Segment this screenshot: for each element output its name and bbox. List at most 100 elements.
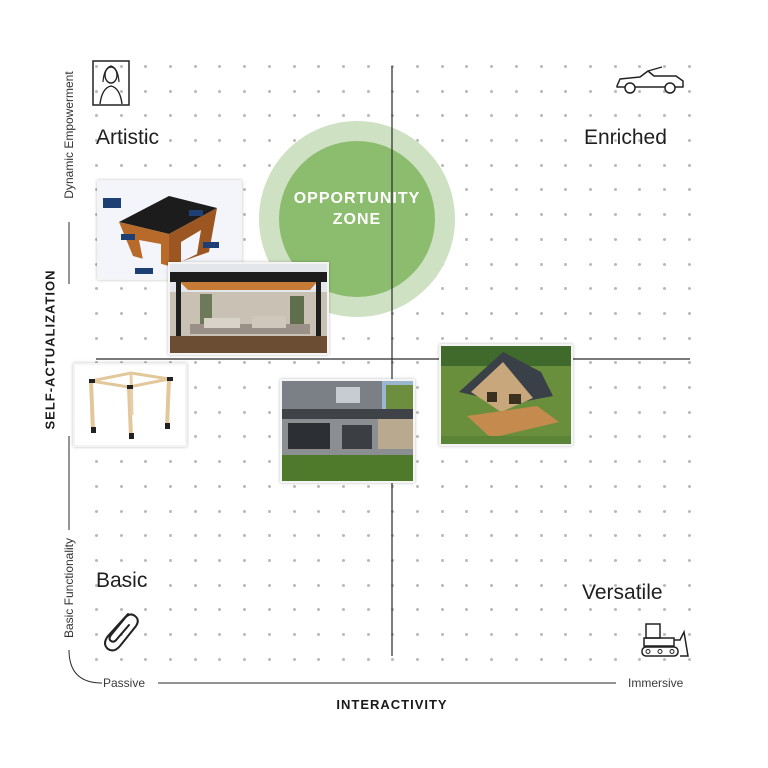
grid-dot <box>268 584 271 587</box>
grid-dot <box>589 90 592 93</box>
grid-dot <box>465 312 468 315</box>
grid-dot <box>95 534 98 537</box>
grid-dot <box>144 287 147 290</box>
grid-dot <box>688 287 691 290</box>
grid-dot <box>490 188 493 191</box>
grid-dot <box>367 485 370 488</box>
grid-dot <box>564 633 567 636</box>
grid-dot <box>218 633 221 636</box>
grid-dot <box>663 238 666 241</box>
grid-dot <box>564 90 567 93</box>
grid-dot <box>268 90 271 93</box>
grid-dot <box>589 608 592 611</box>
grid-dot <box>540 534 543 537</box>
grid-dot <box>638 435 641 438</box>
opportunity-zone-inner <box>279 141 435 297</box>
grid-dot <box>169 559 172 562</box>
grid-dot <box>120 460 123 463</box>
grid-dot <box>367 534 370 537</box>
grid-dot <box>564 510 567 513</box>
grid-dot <box>564 188 567 191</box>
grid-dot <box>95 633 98 636</box>
grid-dot <box>367 608 370 611</box>
grid-dot <box>243 213 246 216</box>
grid-dot <box>144 658 147 661</box>
grid-dot <box>515 287 518 290</box>
grid-dot <box>589 559 592 562</box>
grid-dot <box>540 510 543 513</box>
grid-dot <box>614 164 617 167</box>
grid-dot <box>515 114 518 117</box>
grid-dot <box>317 485 320 488</box>
grid-dot <box>688 139 691 142</box>
grid-dot <box>614 658 617 661</box>
grid-dot <box>490 608 493 611</box>
grid-dot <box>218 139 221 142</box>
grid-dot <box>465 213 468 216</box>
grid-dot <box>564 287 567 290</box>
grid-dot <box>515 312 518 315</box>
grid-dot <box>243 65 246 68</box>
grid-dot <box>194 633 197 636</box>
grid-dot <box>589 435 592 438</box>
grid-dot <box>243 534 246 537</box>
grid-dot <box>169 164 172 167</box>
grid-dot <box>663 485 666 488</box>
grid-dot <box>243 559 246 562</box>
grid-dot <box>120 164 123 167</box>
zone-line-2: ZONE <box>332 211 382 228</box>
grid-dot <box>638 485 641 488</box>
grid-dot <box>342 114 345 117</box>
quadrant-label-artistic: Artistic <box>96 126 159 149</box>
grid-dot <box>416 658 419 661</box>
grid-dot <box>465 238 468 241</box>
grid-dot <box>564 658 567 661</box>
grid-dot <box>317 559 320 562</box>
x-axis-low-label: Passive <box>103 676 146 690</box>
paperclip-icon <box>104 613 139 652</box>
grid-dot <box>465 139 468 142</box>
grid-dot <box>144 90 147 93</box>
grid-dot <box>490 114 493 117</box>
grid-dot <box>120 139 123 142</box>
grid-dot <box>638 238 641 241</box>
grid-dot <box>564 238 567 241</box>
grid-dot <box>688 164 691 167</box>
grid-dot <box>268 534 271 537</box>
grid-dot <box>243 584 246 587</box>
grid-dot <box>169 139 172 142</box>
grid-dot <box>120 90 123 93</box>
grid-dot <box>194 90 197 93</box>
grid-dot <box>293 658 296 661</box>
grid-dot <box>95 460 98 463</box>
grid-dot <box>515 90 518 93</box>
grid-dot <box>194 386 197 389</box>
grid-dot <box>144 460 147 463</box>
grid-dot <box>589 411 592 414</box>
grid-dot <box>194 164 197 167</box>
grid-dot <box>688 584 691 587</box>
grid-dot <box>638 658 641 661</box>
grid-dot <box>638 337 641 340</box>
grid-dot <box>614 608 617 611</box>
grid-dot <box>515 65 518 68</box>
grid-dot <box>540 188 543 191</box>
grid-dot <box>416 139 419 142</box>
grid-dot <box>367 658 370 661</box>
grid-dot <box>564 534 567 537</box>
grid-dot <box>218 114 221 117</box>
grid-dot <box>218 658 221 661</box>
grid-dot <box>218 608 221 611</box>
grid-dot <box>95 608 98 611</box>
opportunity-zone-label: OPPORTUNITY ZONE <box>262 188 452 230</box>
grid-dot <box>540 164 543 167</box>
grid-dot <box>540 584 543 587</box>
grid-dot <box>342 608 345 611</box>
grid-dot <box>614 90 617 93</box>
grid-dot <box>465 510 468 513</box>
grid-dot <box>614 510 617 513</box>
grid-dot <box>218 559 221 562</box>
grid-dot <box>465 460 468 463</box>
grid-dot <box>367 633 370 636</box>
